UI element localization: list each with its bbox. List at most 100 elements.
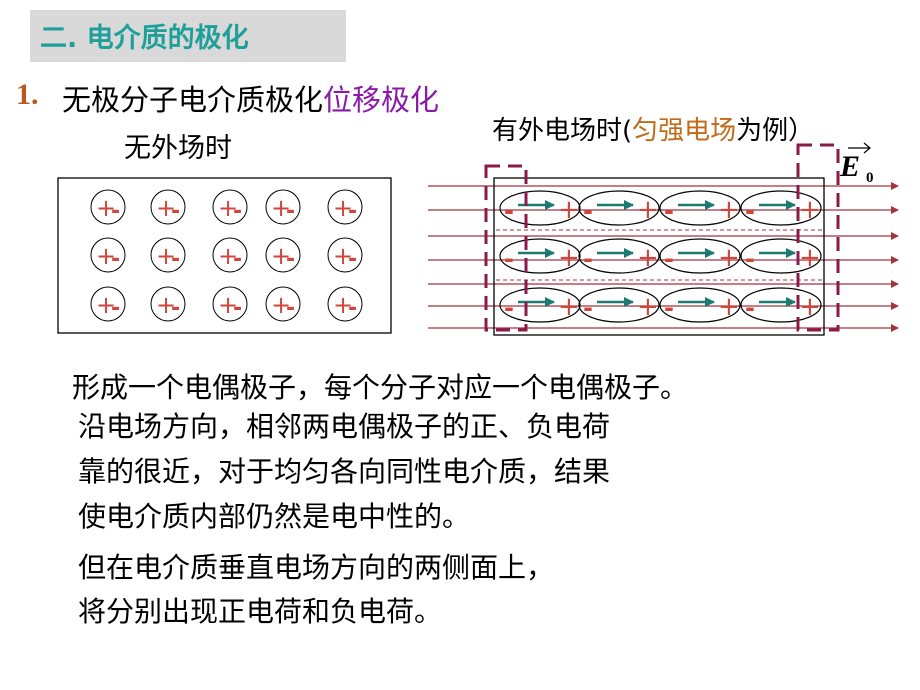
dipole-molecule-icon: [740, 238, 822, 274]
dipole-minus-charge: -: [504, 197, 514, 225]
molecule-plus-charge: +: [218, 291, 238, 319]
dipole-molecule-icon: [740, 287, 822, 323]
field-subscript: 0: [866, 170, 874, 186]
dipole-molecule-icon: [499, 238, 581, 274]
heading-background: [30, 10, 346, 62]
molecule-plus-charge: +: [218, 194, 238, 222]
dielectric-box-field: [493, 177, 825, 336]
field-symbol: E: [839, 150, 860, 183]
no-field-label: 无外场时: [124, 133, 232, 164]
dipole-minus-charge: -: [664, 245, 674, 273]
molecule-minus-charge: -: [286, 296, 295, 321]
molecule-icon: [327, 286, 363, 322]
paragraph-line-5: 但在电介质垂直电场方向的两侧面上，: [78, 551, 555, 584]
molecule-plus-charge: +: [96, 242, 116, 270]
molecule-minus-charge: -: [348, 296, 357, 321]
dipole-minus-charge: -: [664, 197, 674, 225]
section-number: 1.: [16, 78, 39, 111]
molecule-minus-charge: -: [111, 199, 120, 224]
molecule-plus-charge: +: [218, 242, 238, 270]
molecule-minus-charge: -: [171, 247, 180, 272]
dipole-plus-charge: +: [637, 195, 659, 225]
dipole-plus-charge: +: [718, 195, 740, 225]
molecule-plus-charge: +: [271, 291, 291, 319]
molecule-plus-charge: +: [333, 194, 353, 222]
molecule-icon: [90, 189, 126, 225]
molecule-minus-charge: -: [286, 199, 295, 224]
molecule-plus-charge: +: [333, 291, 353, 319]
dipole-minus-charge: -: [745, 245, 755, 273]
dipole-plus-charge: +: [558, 243, 580, 273]
paragraph-line-1: 形成一个电偶极子，每个分子对应一个电偶极子。: [72, 371, 689, 404]
section-title-highlight: 位移极化: [323, 83, 440, 117]
molecule-icon: [327, 237, 363, 273]
field-label-highlight: 匀强电场: [632, 116, 737, 146]
molecule-minus-charge: -: [348, 247, 357, 272]
right-surface-boundary: [796, 143, 840, 332]
dipole-plus-charge: +: [558, 292, 580, 322]
page-heading: 二. 电介质的极化: [40, 23, 249, 54]
molecule-plus-charge: +: [156, 194, 176, 222]
left-surface-boundary: [484, 164, 528, 332]
dipole-minus-charge: -: [745, 197, 755, 225]
molecule-icon: [90, 237, 126, 273]
dipole-molecule-icon: [578, 238, 660, 274]
section-title-main: 无极分子电介质极化: [62, 83, 324, 117]
molecule-minus-charge: -: [171, 296, 180, 321]
molecule-plus-charge: +: [156, 242, 176, 270]
molecule-minus-charge: -: [233, 199, 242, 224]
dipole-minus-charge: -: [664, 294, 674, 322]
dipole-plus-charge: +: [799, 195, 821, 225]
molecule-icon: [150, 237, 186, 273]
dielectric-box-no-field: [57, 177, 392, 334]
dipole-minus-charge: -: [583, 197, 593, 225]
dipole-molecule-icon: [499, 190, 581, 226]
molecule-icon: [150, 286, 186, 322]
dipole-plus-charge: +: [799, 292, 821, 322]
molecule-icon: [212, 286, 248, 322]
dipole-molecule-icon: [659, 190, 741, 226]
molecule-plus-charge: +: [333, 242, 353, 270]
section-title: 无极分子电介质极化位移极化: [62, 77, 439, 119]
molecule-plus-charge: +: [96, 194, 116, 222]
dipole-plus-charge: +: [637, 292, 659, 322]
molecule-icon: [212, 189, 248, 225]
paragraph-line-2: 沿电场方向，相邻两电偶极子的正、负电荷: [78, 410, 611, 443]
molecule-minus-charge: -: [111, 296, 120, 321]
paragraph-line-6: 将分别出现正电荷和负电荷。: [78, 595, 443, 628]
dipole-minus-charge: -: [745, 294, 755, 322]
molecule-icon: [327, 189, 363, 225]
dipole-minus-charge: -: [504, 245, 514, 273]
dipole-minus-charge: -: [504, 294, 514, 322]
field-label: 有外电场时(匀强电场为例）: [492, 110, 814, 147]
dipole-plus-charge: +: [799, 243, 821, 273]
dipole-plus-charge: +: [637, 243, 659, 273]
field-label-prefix: 有外电场时(: [492, 116, 633, 146]
dipole-molecule-icon: [578, 190, 660, 226]
dipole-plus-charge: +: [718, 292, 740, 322]
dipole-plus-charge: +: [718, 243, 740, 273]
molecule-icon: [212, 237, 248, 273]
paragraph-line-3: 靠的很近，对于均匀各向同性电介质，结果: [78, 455, 611, 488]
molecule-icon: [265, 237, 301, 273]
field-label-suffix: 为例）: [736, 116, 815, 146]
molecule-plus-charge: +: [271, 194, 291, 222]
molecule-icon: [265, 189, 301, 225]
dipole-molecule-icon: [578, 287, 660, 323]
dipole-molecule-icon: [499, 287, 581, 323]
paragraph-line-4: 使电介质内部仍然是电中性的。: [78, 500, 471, 533]
molecule-icon: [150, 189, 186, 225]
molecule-minus-charge: -: [233, 296, 242, 321]
molecule-minus-charge: -: [286, 247, 295, 272]
dipole-molecule-icon: [740, 190, 822, 226]
molecule-minus-charge: -: [111, 247, 120, 272]
molecule-icon: [265, 286, 301, 322]
molecule-plus-charge: +: [96, 291, 116, 319]
molecule-plus-charge: +: [156, 291, 176, 319]
vector-arrow-icon: [848, 142, 871, 154]
molecule-plus-charge: +: [271, 242, 291, 270]
molecule-minus-charge: -: [171, 199, 180, 224]
dipole-plus-charge: +: [558, 195, 580, 225]
dipole-molecule-icon: [659, 238, 741, 274]
molecule-minus-charge: -: [348, 199, 357, 224]
